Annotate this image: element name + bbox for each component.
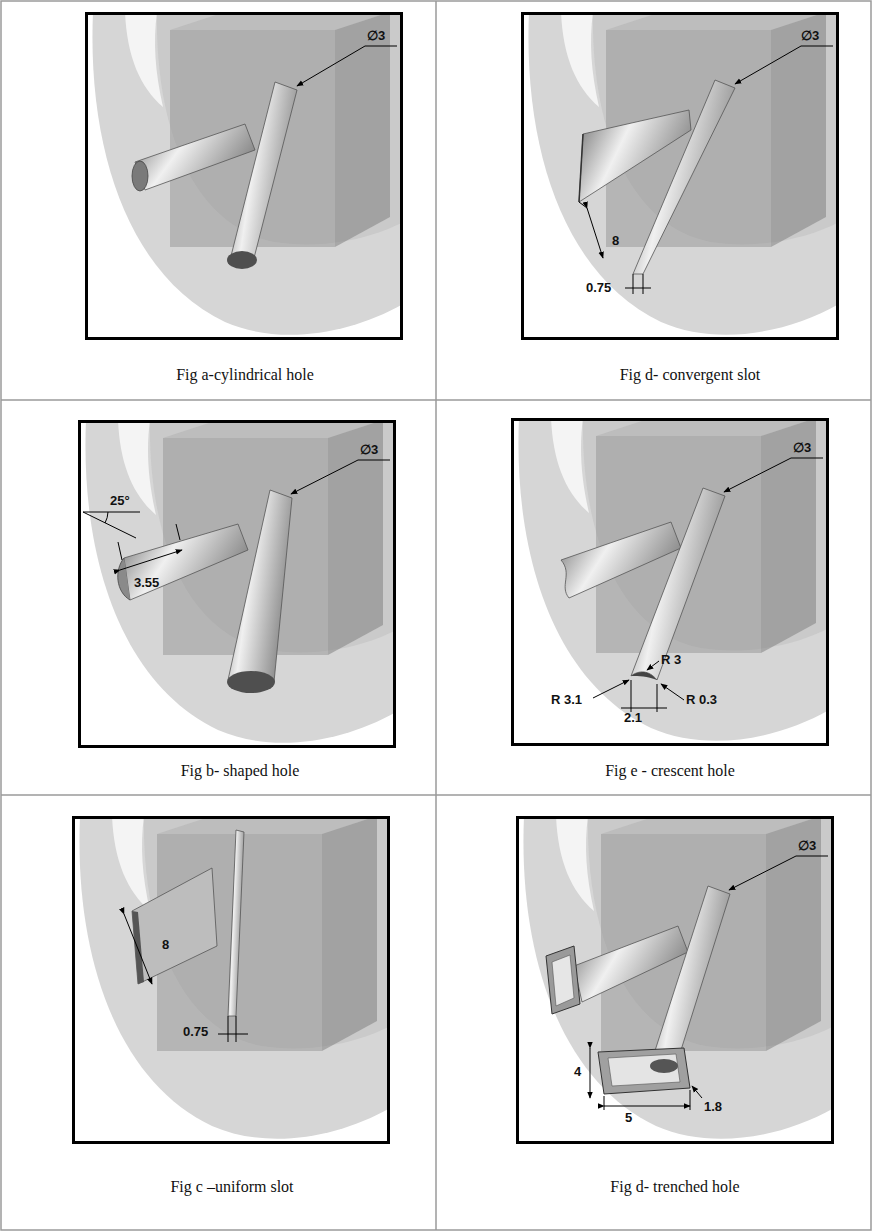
dimension-label: ∅3: [798, 839, 816, 854]
dimension-label: R 3: [661, 653, 681, 668]
figure-caption: Fig c –uniform slot: [170, 1178, 293, 1196]
dimension-label: 4: [574, 1065, 581, 1080]
dimension-label: ∅3: [793, 441, 811, 456]
dimension-label: 8: [612, 234, 619, 249]
dimension-label: 2.1: [624, 711, 642, 726]
figure-caption: Fig e - crescent hole: [605, 762, 735, 780]
dimension-label: 0.75: [183, 1025, 208, 1040]
dimension-label: 1.8: [704, 1100, 722, 1115]
figure-caption: Fig b- shaped hole: [181, 762, 300, 780]
crescent-hole-figure: [511, 418, 829, 746]
dimension-label: ∅3: [367, 29, 385, 44]
dimension-label: 5: [625, 1111, 632, 1126]
figure-caption: Fig a-cylindrical hole: [176, 366, 314, 384]
uniform-slot-figure: [72, 816, 390, 1144]
dimension-label: R 3.1: [551, 693, 582, 708]
dimension-label: 8: [162, 938, 169, 953]
shaped-hole-figure: [78, 420, 396, 748]
dimension-label: 25°: [110, 494, 130, 509]
figure-caption: Fig d- convergent slot: [620, 366, 761, 384]
dimension-label: 3.55: [134, 576, 159, 591]
dimension-label: ∅3: [360, 443, 378, 458]
cylindrical-hole-figure: [85, 12, 403, 340]
dimension-label: 0.75: [586, 281, 611, 296]
figure-caption: Fig d- trenched hole: [610, 1178, 739, 1196]
trenched-hole-figure: [516, 816, 834, 1144]
dimension-label: ∅3: [801, 29, 819, 44]
dimension-label: R 0.3: [686, 693, 717, 708]
convergent-slot-figure: [521, 12, 839, 340]
